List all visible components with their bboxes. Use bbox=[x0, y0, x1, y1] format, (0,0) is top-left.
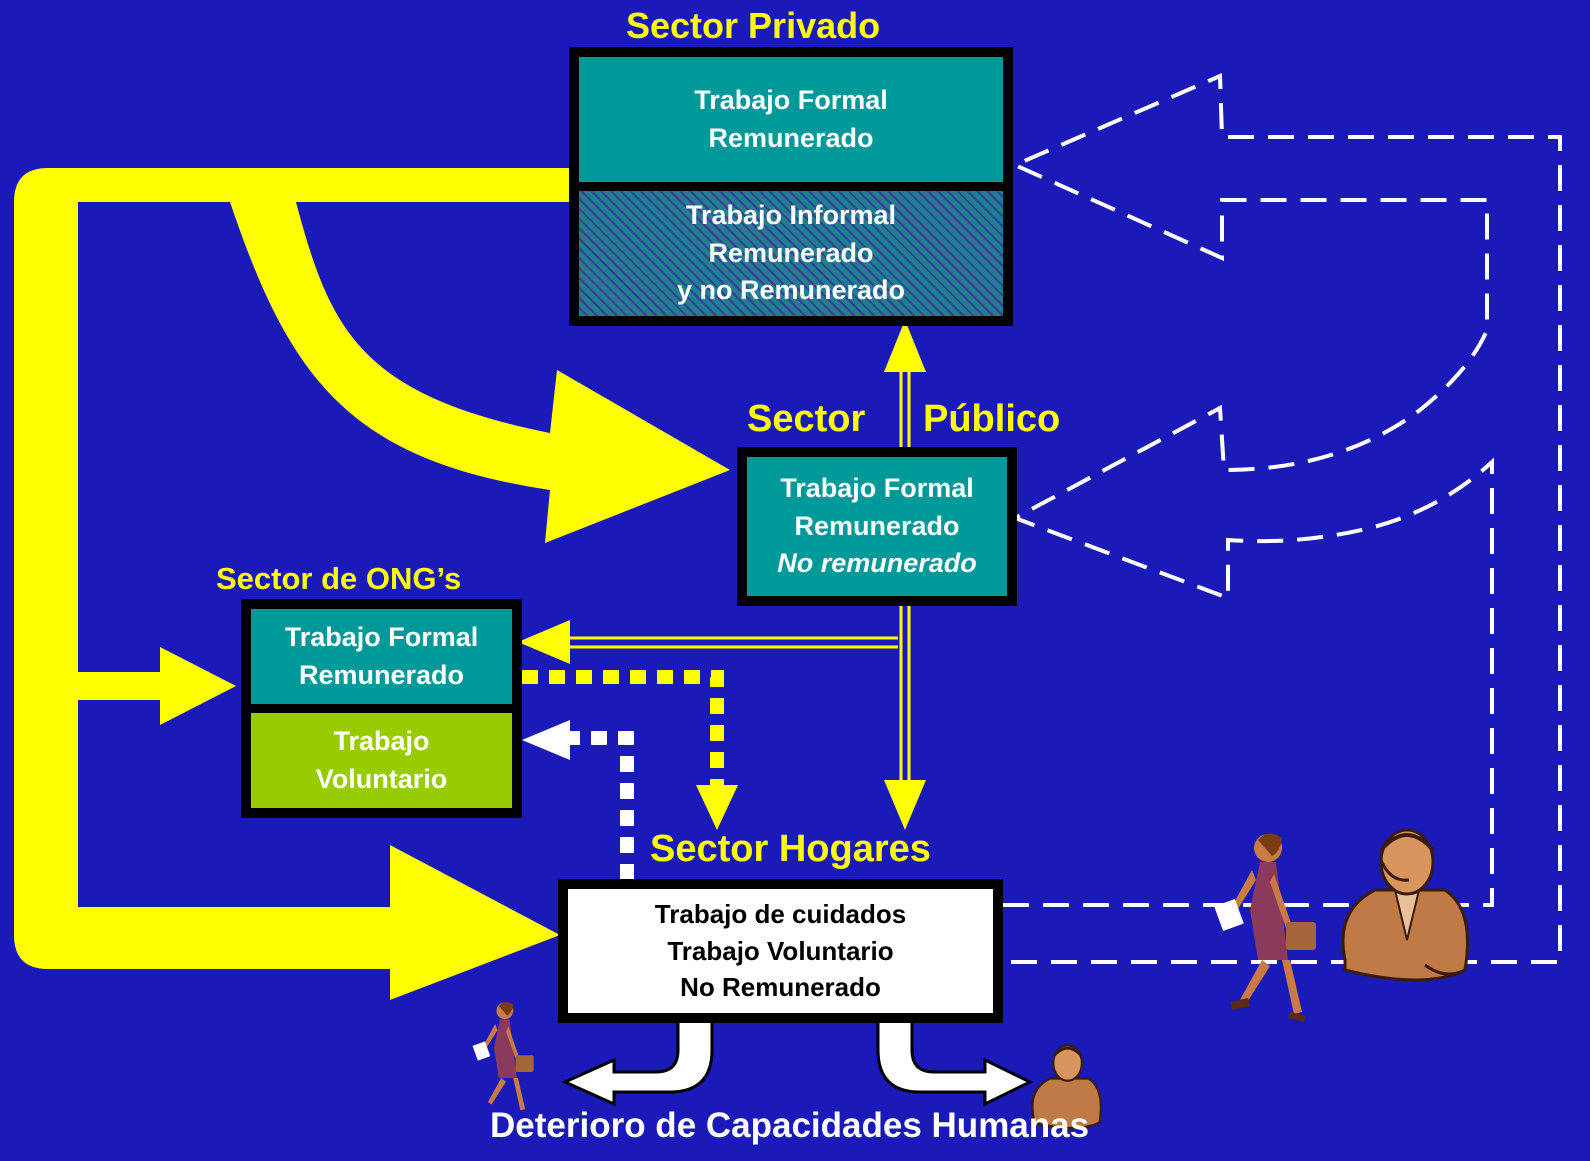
footer-caption: Deterioro de Capacidades Humanas bbox=[490, 1106, 1090, 1145]
sector-publico-heading-right: Público bbox=[923, 398, 1061, 440]
white-bottom-arrows bbox=[561, 1018, 1034, 1107]
sector-ongs-box: Trabajo Formal Remunerado Trabajo Volunt… bbox=[241, 599, 522, 818]
privado-informal-line-1: Trabajo Informal bbox=[685, 199, 897, 230]
publico-formal-cell: Trabajo Formal Remunerado No remunerado bbox=[747, 457, 1007, 596]
hogares-line-1: Trabajo de cuidados bbox=[654, 899, 907, 930]
publico-formal-line-2: Remunerado bbox=[794, 510, 960, 541]
privado-informal-cell: Trabajo Informal Remunerado y no Remuner… bbox=[579, 191, 1003, 316]
hogares-line-2: Trabajo Voluntario bbox=[667, 935, 894, 966]
ongs-voluntario-cell: Trabajo Voluntario bbox=[251, 713, 512, 808]
sector-publico-heading-left: Sector bbox=[747, 398, 866, 440]
ongs-formal-line-2: Remunerado bbox=[298, 659, 465, 690]
walking-woman-icon bbox=[1214, 833, 1316, 1022]
sector-hogares-box: Trabajo de cuidados Trabajo Voluntario N… bbox=[558, 879, 1003, 1023]
privado-formal-line-2: Remunerado bbox=[708, 122, 874, 153]
yellow-ong-arrow bbox=[78, 647, 236, 725]
dotted-yellow-arrow bbox=[522, 670, 738, 830]
yellow-loop-arrow bbox=[14, 168, 575, 1000]
privado-formal-cell: Trabajo Formal Remunerado bbox=[579, 57, 1003, 182]
privado-formal-line-1: Trabajo Formal bbox=[694, 84, 888, 115]
double-line-arrowheads bbox=[518, 320, 926, 830]
publico-formal-line-3: No remunerado bbox=[777, 548, 977, 579]
yellow-curved-arrow bbox=[230, 202, 730, 543]
dotted-white-arrow bbox=[522, 720, 634, 880]
privado-informal-line-2: Remunerado bbox=[708, 237, 874, 268]
sector-ongs-heading: Sector de ONG’s bbox=[216, 561, 462, 596]
hogares-line-3: No Remunerado bbox=[680, 972, 881, 1003]
sector-hogares-heading: Sector Hogares bbox=[650, 828, 931, 870]
headset-operator-icon bbox=[1341, 828, 1469, 982]
ongs-formal-cell: Trabajo Formal Remunerado bbox=[251, 609, 512, 704]
sector-privado-heading: Sector Privado bbox=[626, 5, 881, 46]
walking-woman-icon-small bbox=[472, 1002, 534, 1111]
sector-publico-box: Trabajo Formal Remunerado No remunerado bbox=[737, 447, 1017, 606]
headset-operator-icon-small bbox=[1031, 1044, 1102, 1130]
sector-privado-box: Trabajo Formal Remunerado Trabajo Inform… bbox=[569, 47, 1013, 326]
ongs-voluntario-line-2: Voluntario bbox=[315, 763, 448, 794]
ongs-voluntario-line-1: Trabajo bbox=[333, 725, 430, 756]
publico-formal-line-1: Trabajo Formal bbox=[780, 472, 974, 503]
ongs-formal-line-1: Trabajo Formal bbox=[284, 621, 479, 652]
privado-informal-line-3: y no Remunerado bbox=[676, 275, 906, 306]
double-line-arrows bbox=[568, 372, 911, 785]
hogares-content-cell: Trabajo de cuidados Trabajo Voluntario N… bbox=[568, 889, 993, 1013]
dashed-feedback-arrows bbox=[1003, 72, 1562, 964]
